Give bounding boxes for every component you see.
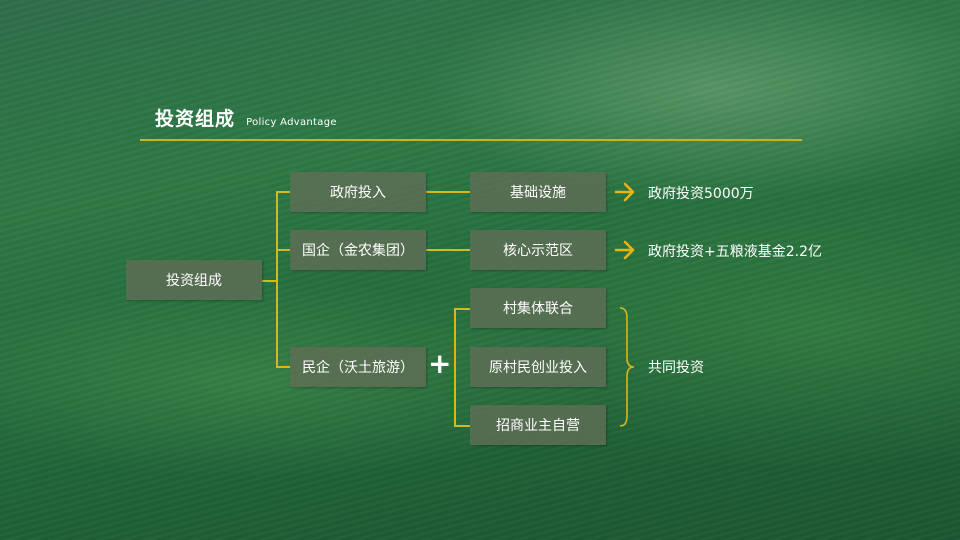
root-node: 投资组成 [126, 260, 262, 300]
connector-root-stub [262, 280, 276, 282]
plus-icon: + [428, 347, 452, 380]
connector-private-trunk [454, 308, 456, 426]
node-label: 政府投入 [330, 185, 386, 201]
connector-to-gov [276, 191, 290, 193]
connector-to-private [276, 366, 290, 368]
node-state-enterprise: 国企（金农集团） [290, 230, 426, 270]
arrow-right-icon [614, 182, 635, 202]
node-label: 核心示范区 [503, 243, 573, 259]
node-private-enterprise: 民企（沃土旅游） [290, 347, 426, 387]
node-label: 民企（沃土旅游） [302, 360, 414, 376]
root-node-label: 投资组成 [166, 273, 222, 289]
connector-gov-infra [426, 191, 470, 193]
connector-soe-core [426, 249, 470, 251]
node-village-collective: 村集体联合 [470, 288, 606, 328]
node-label: 村集体联合 [503, 301, 573, 317]
joint-investment-label: 共同投资 [648, 360, 704, 376]
node-villager-startup: 原村民创业投入 [470, 347, 606, 387]
node-label: 基础设施 [510, 185, 566, 201]
connector-level1-trunk [276, 191, 278, 368]
node-label: 国企（金农集团） [302, 243, 414, 259]
node-government-investment: 政府投入 [290, 172, 426, 212]
connector-to-village [454, 308, 470, 310]
node-infrastructure: 基础设施 [470, 172, 606, 212]
node-core-demo-zone: 核心示范区 [470, 230, 606, 270]
right-brace-icon [619, 307, 635, 427]
arrow-right-icon [614, 240, 635, 260]
node-label: 招商业主自营 [496, 418, 580, 434]
outcome-government-5000w: 政府投资5000万 [648, 186, 754, 202]
slide-header: 投资组成 Policy Advantage [155, 104, 337, 131]
outcome-government-wuliangye-fund: 政府投资+五粮液基金2.2亿 [648, 244, 822, 260]
connector-to-merchant [454, 425, 470, 427]
node-label: 原村民创业投入 [489, 360, 587, 376]
node-merchant-self-run: 招商业主自营 [470, 405, 606, 445]
slide-title: 投资组成 [155, 108, 236, 130]
connector-to-soe [276, 249, 290, 251]
title-divider [140, 139, 802, 141]
slide-subtitle: Policy Advantage [246, 117, 337, 128]
